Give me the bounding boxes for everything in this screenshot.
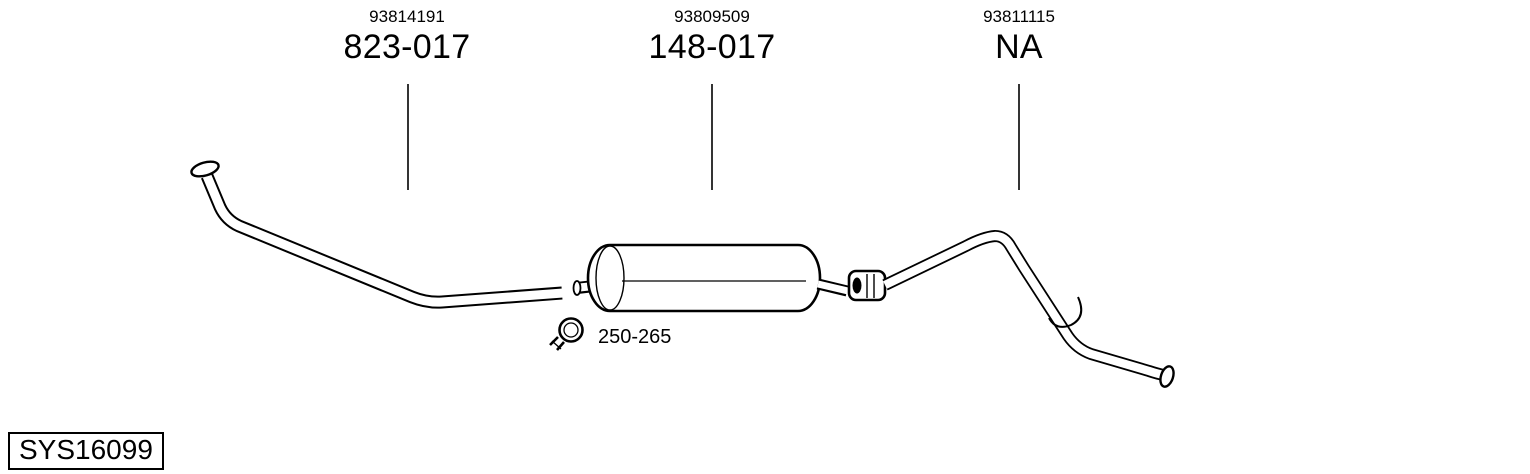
muffler xyxy=(586,243,822,313)
front-pipe xyxy=(190,160,564,309)
part-code-label: 823-017 xyxy=(343,28,471,67)
muffler-end-cap xyxy=(595,245,625,311)
rear-pipe xyxy=(882,230,1175,388)
part-ref-label: 93809509 xyxy=(674,7,750,26)
system-id-badge: SYS16099 xyxy=(8,432,164,471)
part-label-rear-pipe: 93811115 NA xyxy=(983,6,1055,68)
leader-lines xyxy=(407,84,1020,190)
part-ref-label: 93814191 xyxy=(369,7,445,26)
front-pipe-flange xyxy=(190,160,220,178)
muffler-outlet-pipe xyxy=(816,278,849,297)
part-label-muffler: 93809509 148-017 xyxy=(649,6,776,68)
part-label-front-pipe: 93814191 823-017 xyxy=(344,6,471,68)
part-code-label: NA xyxy=(995,28,1043,67)
part-code-label: 148-017 xyxy=(648,28,776,67)
hanger-hook xyxy=(1048,296,1083,328)
clamp-code-label: 250-265 xyxy=(598,326,672,348)
part-ref-label: 93811115 xyxy=(983,7,1055,26)
flex-connector xyxy=(847,269,887,302)
clamp-icon xyxy=(549,317,584,351)
tailpipe-end xyxy=(1159,365,1175,388)
